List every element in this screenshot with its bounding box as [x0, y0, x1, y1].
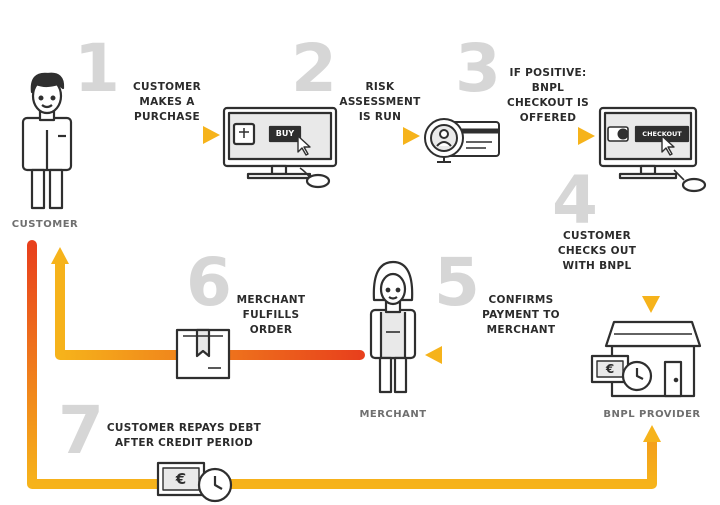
customer-caption: CUSTOMER	[2, 219, 88, 230]
arrow-step-5	[425, 346, 578, 364]
merchant-person-icon	[371, 262, 415, 392]
provider-caption: BNPL PROVIDER	[590, 409, 714, 420]
arrow-step-2	[342, 127, 420, 145]
arrow-step-1	[80, 126, 220, 144]
buy-button-label: BUY	[270, 127, 300, 141]
computer-buy-icon	[224, 108, 336, 187]
euro-symbol-repay: €	[163, 468, 199, 490]
arrow-step-4	[642, 188, 660, 313]
customer-person-icon	[23, 74, 71, 208]
step-3-number: 3	[455, 36, 501, 102]
checkout-button-label: CHECKOUT	[636, 127, 688, 141]
arrow-step-3	[510, 127, 595, 145]
shop-building-icon	[592, 322, 700, 396]
step-4-number: 4	[552, 168, 598, 234]
package-box-icon	[177, 330, 229, 378]
credit-card-scan-icon	[425, 119, 499, 162]
euro-symbol-provider: €	[597, 361, 623, 377]
step-7-number: 7	[58, 398, 104, 464]
computer-checkout-icon	[600, 108, 705, 191]
merchant-caption: MERCHANT	[343, 409, 443, 420]
